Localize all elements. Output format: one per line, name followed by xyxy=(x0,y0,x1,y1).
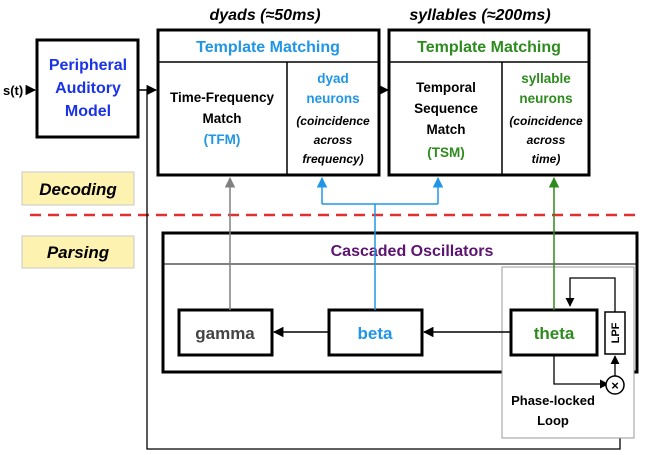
theta-label: theta xyxy=(534,324,575,343)
peripheral-line3: Model xyxy=(65,103,111,120)
tsm-line3: Match xyxy=(426,122,465,137)
lpf-label: LPF xyxy=(610,322,622,343)
pll-label-line1: Phase-locked xyxy=(511,393,595,408)
tm-right-title: Template Matching xyxy=(417,39,561,56)
beta-label: beta xyxy=(358,324,394,343)
syllable-note-line3: time) xyxy=(532,152,561,166)
dyad-note-line1: (coincidence xyxy=(296,114,370,128)
decoding-label-box xyxy=(21,171,135,206)
dyad-note-line2: across xyxy=(314,133,353,147)
peripheral-auditory-model-box xyxy=(35,38,140,139)
pll-label-line2: Loop xyxy=(537,413,569,428)
multiplier-symbol: × xyxy=(611,378,619,393)
syllables-header: syllables (≈200ms) xyxy=(409,7,550,24)
syllable-note-line2: across xyxy=(527,133,566,147)
gamma-box xyxy=(177,308,274,357)
theta-to-multiplier-line xyxy=(553,355,609,389)
syllable-neurons-line2: neurons xyxy=(519,91,572,106)
tsm-line1: Temporal xyxy=(416,80,476,95)
peripheral-line2: Auditory xyxy=(55,80,121,97)
parsing-label: Parsing xyxy=(47,243,110,262)
syllable-neurons-line1: syllable xyxy=(521,71,571,86)
dyad-note-line3: frequency) xyxy=(302,152,363,166)
multiplier-node xyxy=(605,375,625,395)
input-label: s(t) xyxy=(3,83,23,98)
decoding-label: Decoding xyxy=(39,180,117,199)
template-matching-syllables-box xyxy=(387,28,591,177)
parsing-label-box xyxy=(21,235,135,269)
cascaded-oscillators-title: Cascaded Oscillators xyxy=(331,243,494,260)
dyad-neurons-line2: neurons xyxy=(306,91,359,106)
dyads-header: dyads (≈50ms) xyxy=(209,7,320,24)
lpf-to-theta-line xyxy=(565,277,616,312)
peripheral-line1: Peripheral xyxy=(49,57,127,74)
tsm-abbr: (TSM) xyxy=(427,145,465,160)
tsm-line2: Sequence xyxy=(414,101,478,116)
tfm-abbr: (TFM) xyxy=(204,132,241,147)
tfm-line2: Match xyxy=(202,111,241,126)
tfm-line1: Time-Frequency xyxy=(170,90,275,105)
tm-left-title: Template Matching xyxy=(196,39,340,56)
template-matching-dyads-box xyxy=(156,28,381,177)
syllable-note-line1: (coincidence xyxy=(509,114,583,128)
gamma-label: gamma xyxy=(195,324,255,343)
cascaded-oscillators-box xyxy=(161,231,639,374)
dyad-neurons-line1: dyad xyxy=(317,71,349,86)
